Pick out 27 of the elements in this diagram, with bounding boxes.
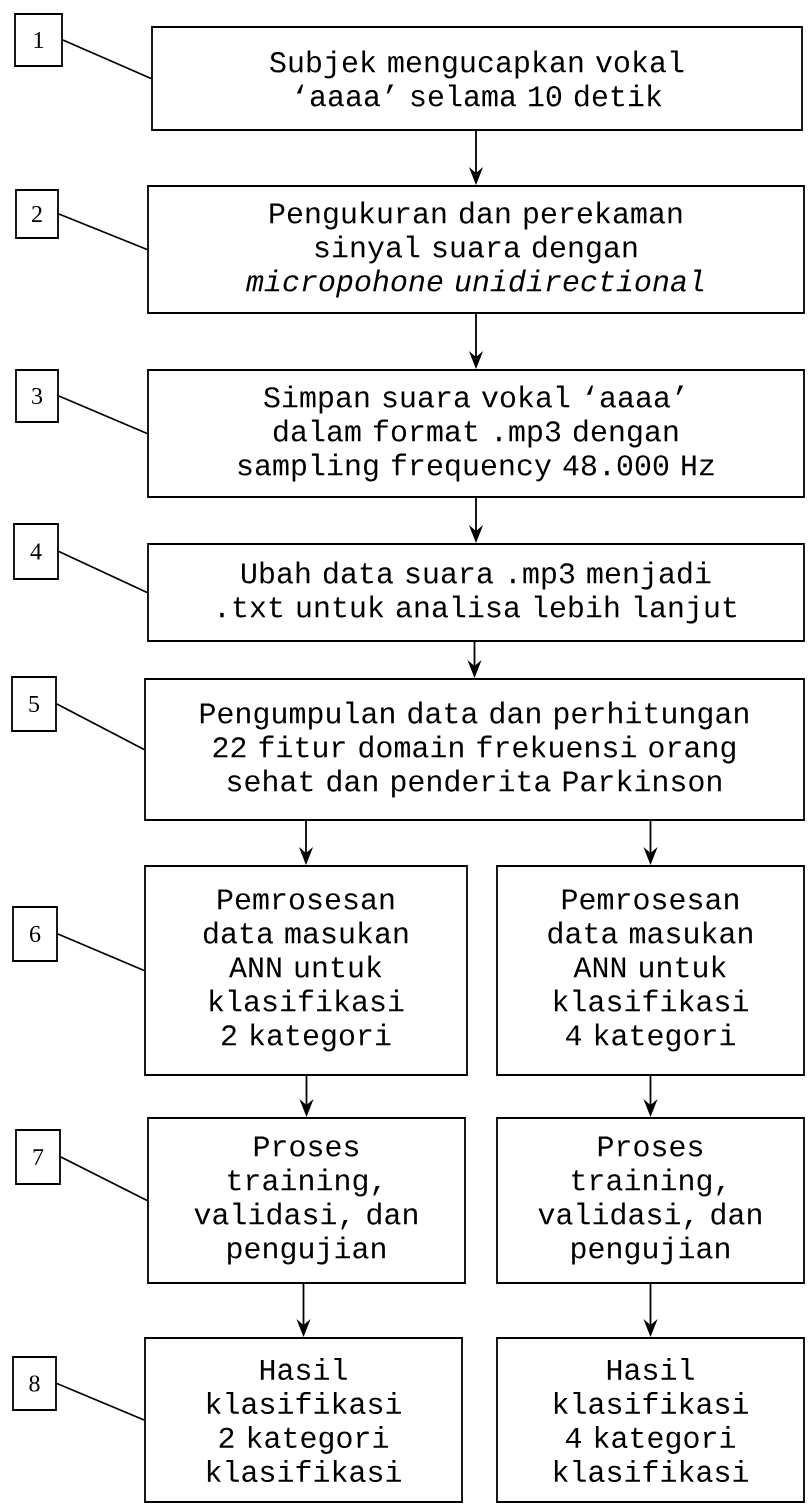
leader-line	[60, 1156, 148, 1202]
leader-line	[56, 703, 145, 751]
step-number-box: 1	[14, 13, 63, 67]
process-box: Pengukuran dan perekaman sinyal suara dengan micropohone unidirectional	[147, 185, 805, 314]
leader-line	[57, 933, 145, 972]
process-box: Simpan suara vokal ‘aaaa’ dalam format .mp3 dengan sampling frequency 48.000 Hz	[147, 369, 805, 498]
step-number-box: 5	[11, 676, 57, 732]
leader-line	[58, 395, 148, 435]
step-number-box: 2	[15, 189, 59, 239]
process-box: Hasil klasifikasi 4 kategori klasifikasi	[496, 1337, 805, 1503]
step-number-box: 7	[15, 1129, 61, 1185]
process-box: Hasil klasifikasi 2 kategori klasifikasi	[144, 1337, 463, 1503]
step-number-box: 3	[15, 369, 59, 423]
step-number-box: 4	[13, 523, 59, 580]
process-box: Subjek mengucapkan vokal ‘aaaa’ selama 10 detik	[151, 26, 803, 131]
process-box: Ubah data suara .mp3 menjadi .txt untuk analisa lebih lanjut	[147, 543, 805, 642]
process-box: Pengumpulan data dan perhitungan 22 fitur domain frekuensi orang sehat dan penderita Parkinson	[144, 678, 805, 821]
leader-line	[58, 213, 148, 251]
process-box: Pemrosesan data masukan ANN untuk klasifikasi 4 kategori	[496, 865, 805, 1076]
leader-line	[56, 1382, 145, 1421]
process-box: Proses training, validasi, dan pengujian	[496, 1117, 805, 1284]
leader-line	[62, 39, 152, 80]
process-box: Pemrosesan data masukan ANN untuk klasifikasi 2 kategori	[144, 865, 468, 1076]
process-box: Proses training, validasi, dan pengujian	[147, 1117, 466, 1284]
step-number-box: 6	[12, 906, 58, 962]
leader-line	[58, 550, 148, 594]
step-number-box: 8	[12, 1356, 57, 1411]
